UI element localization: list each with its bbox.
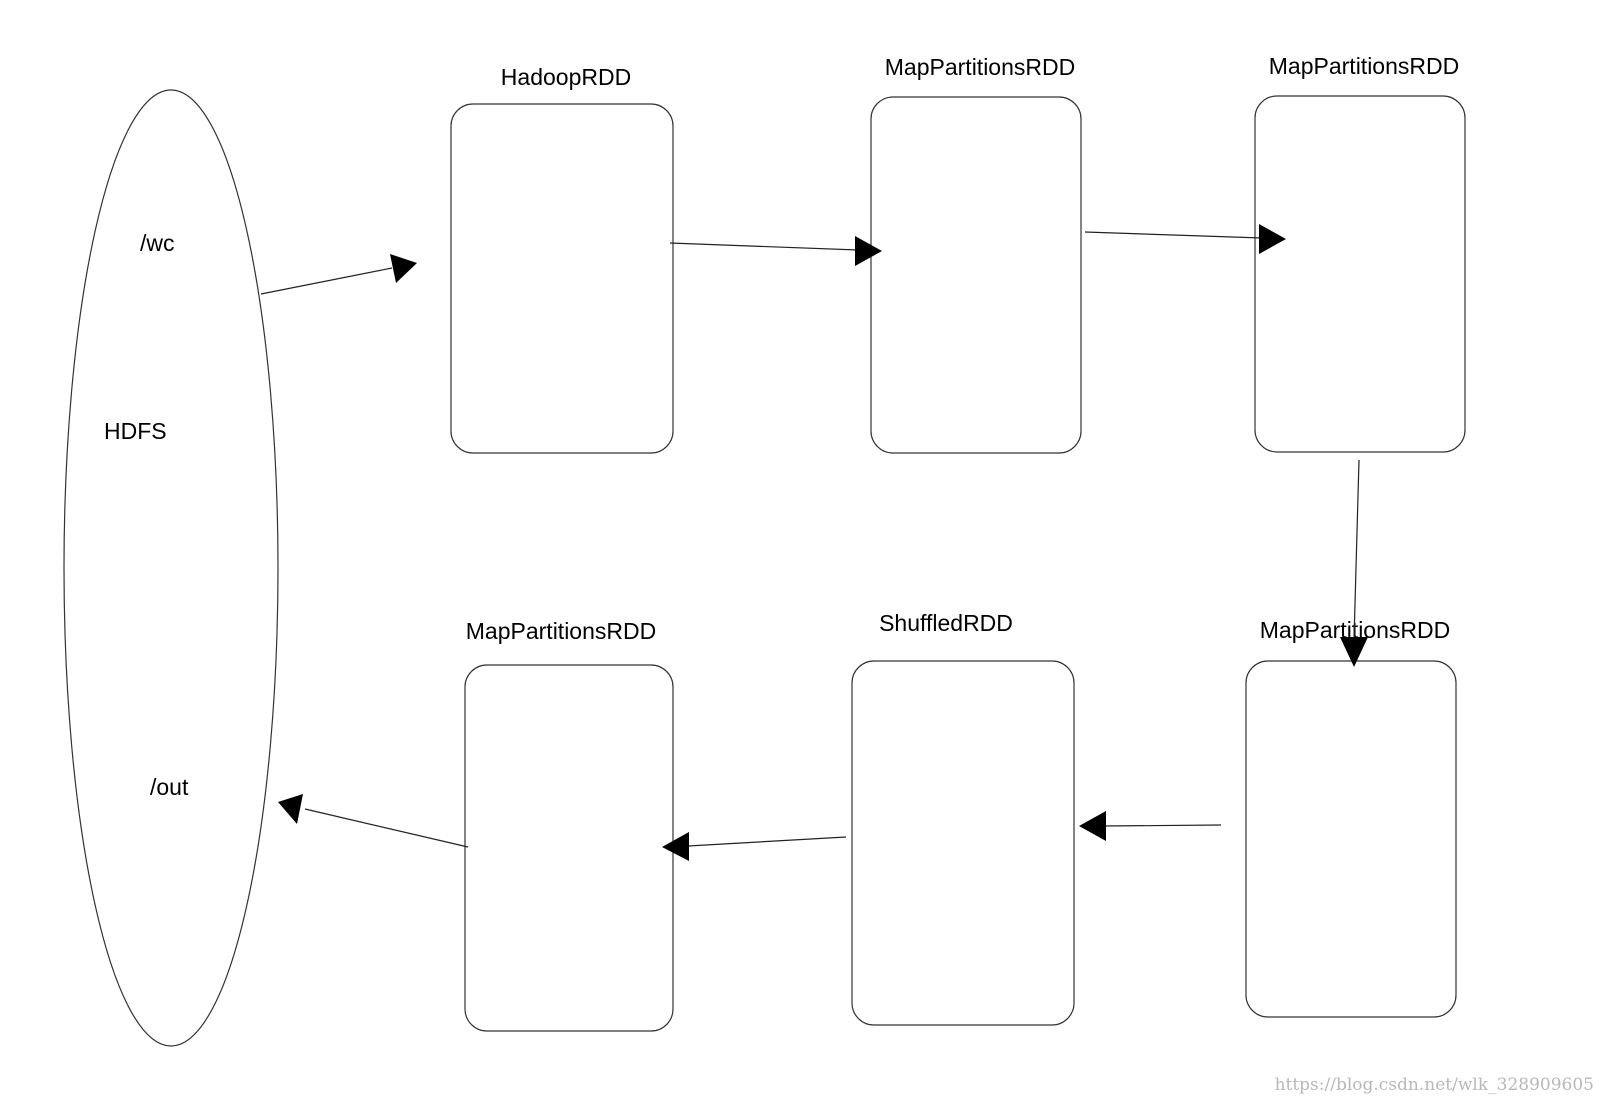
arrowhead-icon bbox=[1259, 224, 1286, 254]
hdfs-input-path: /wc bbox=[140, 230, 175, 256]
edge-map-partitions-rdd-2-to-map-partitions-rdd-3 bbox=[1340, 459, 1368, 667]
arrowhead-icon bbox=[662, 832, 689, 861]
node-box bbox=[851, 660, 1075, 1026]
hdfs-name: HDFS bbox=[104, 418, 167, 444]
node-label: HadoopRDD bbox=[501, 64, 631, 90]
hdfs-storage: /wc HDFS /out bbox=[63, 89, 279, 1047]
edges bbox=[260, 224, 1368, 861]
node-box bbox=[450, 103, 674, 454]
node-box bbox=[464, 664, 674, 1032]
node-map-partitions-rdd-4: MapPartitionsRDD bbox=[464, 618, 674, 1032]
arrowhead-icon bbox=[1340, 637, 1368, 667]
arrowhead-icon bbox=[855, 236, 882, 266]
edge-map-partitions-rdd-4-to-hdfs bbox=[278, 794, 469, 848]
edge-shuffled-rdd-to-map-partitions-rdd-4 bbox=[662, 832, 847, 861]
arrowhead-icon bbox=[278, 794, 303, 824]
hdfs-ellipse bbox=[63, 89, 279, 1047]
arrowhead-icon bbox=[390, 254, 417, 283]
node-label: MapPartitionsRDD bbox=[1269, 53, 1459, 79]
edge-hadoop-rdd-to-map-partitions-rdd-1 bbox=[669, 236, 882, 266]
node-label: MapPartitionsRDD bbox=[466, 618, 656, 644]
node-box bbox=[1254, 95, 1466, 453]
node-map-partitions-rdd-1: MapPartitionsRDD bbox=[870, 54, 1082, 454]
node-box bbox=[870, 96, 1082, 454]
edge-map-partitions-rdd-1-to-map-partitions-rdd-2 bbox=[1084, 224, 1286, 254]
edge-hdfs-to-hadoop-rdd bbox=[260, 254, 417, 295]
node-shuffled-rdd: ShuffledRDD bbox=[851, 610, 1075, 1026]
watermark-text: https://blog.csdn.net/wlk_328909605 bbox=[1275, 1075, 1594, 1095]
node-hadoop-rdd: HadoopRDD bbox=[450, 64, 674, 454]
node-map-partitions-rdd-2: MapPartitionsRDD bbox=[1254, 53, 1466, 453]
edge-map-partitions-rdd-3-to-shuffled-rdd bbox=[1079, 811, 1222, 841]
hdfs-output-path: /out bbox=[150, 774, 189, 800]
node-map-partitions-rdd-3: MapPartitionsRDD bbox=[1245, 617, 1457, 1018]
node-label: ShuffledRDD bbox=[879, 610, 1013, 636]
arrowhead-icon bbox=[1079, 811, 1106, 841]
node-label: MapPartitionsRDD bbox=[885, 54, 1075, 80]
node-box bbox=[1245, 660, 1457, 1018]
